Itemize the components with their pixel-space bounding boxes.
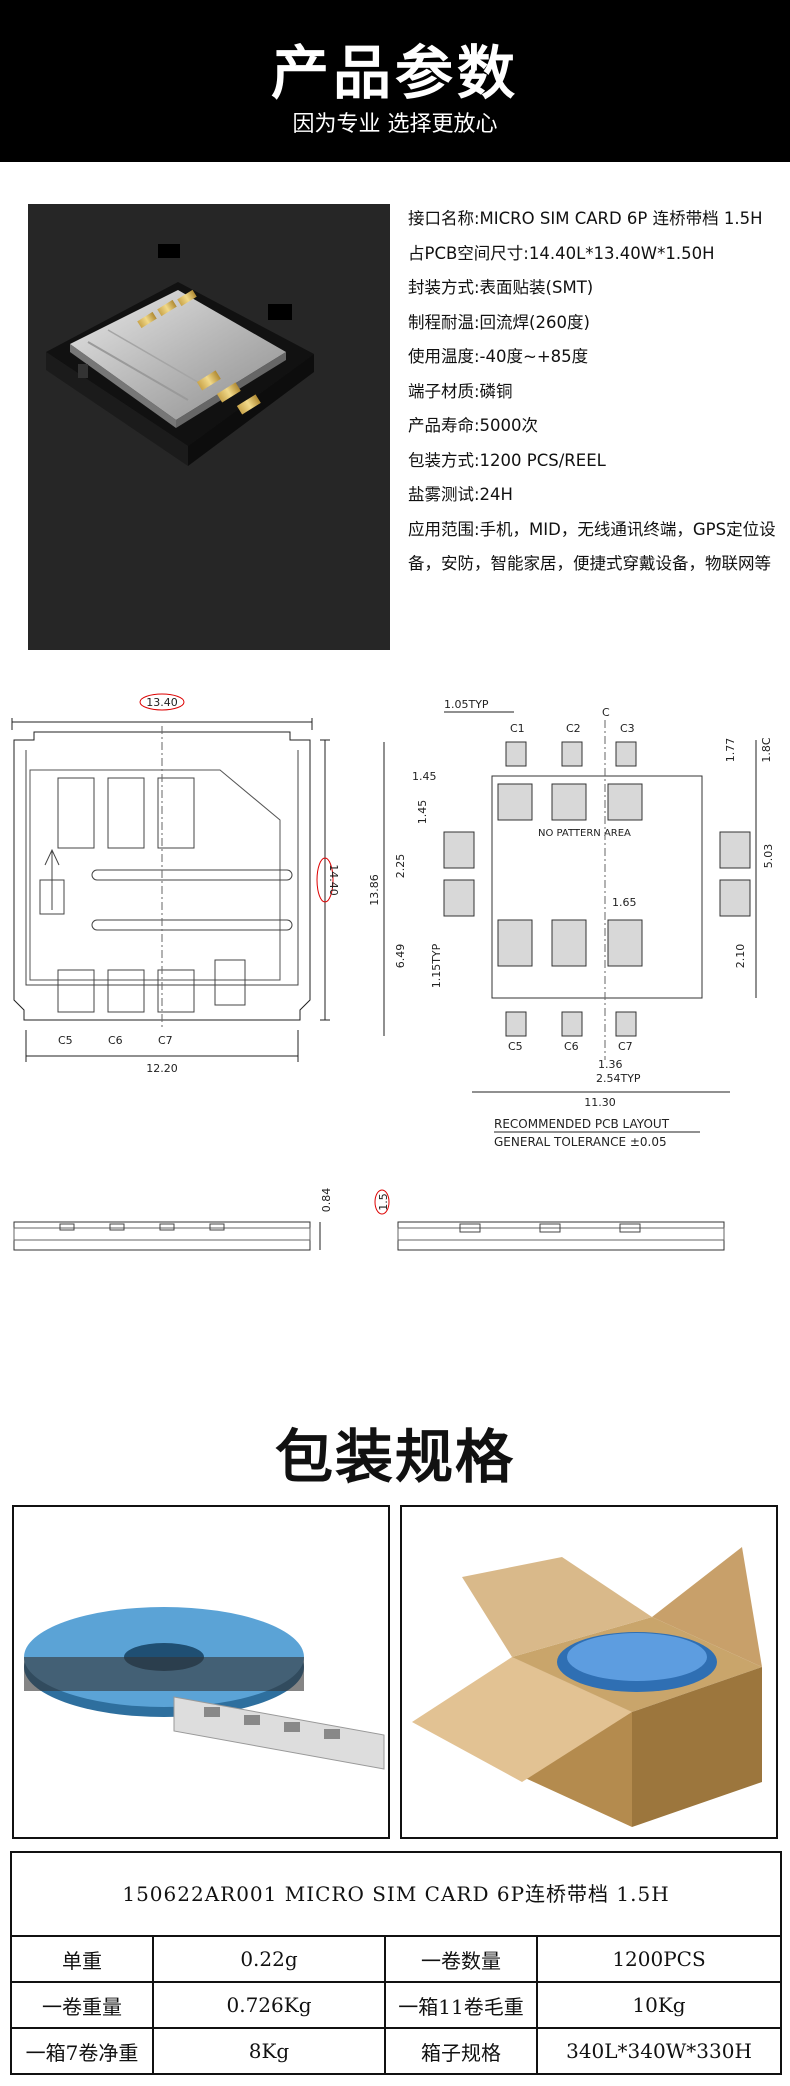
- cell-label: 一箱7卷净重: [12, 2027, 154, 2073]
- spec-application: 应用范围:手机，MID，无线通讯终端，GPS定位设备，安防，智能家居，便捷式穿戴…: [408, 519, 776, 574]
- top-view: 13.40 14.40 C5 C6 C7 12.20: [11, 693, 340, 1075]
- label-pcb-c1: C1: [510, 722, 525, 735]
- dim-1-36: 1.36: [598, 1058, 623, 1071]
- sim-connector-image: [46, 244, 314, 466]
- no-pattern-area: NO PATTERN AREA: [538, 828, 631, 839]
- spec-salt-spray: 盐雾测试:24H: [408, 485, 513, 504]
- dim-1-65: 1.65: [612, 896, 637, 909]
- side-view-right: 1.5: [374, 1189, 725, 1251]
- cell-label: 一箱11卷毛重: [384, 1981, 538, 2029]
- spec-packing: 包装方式:1200 PCS/REEL: [408, 450, 606, 470]
- label-pcb-c2: C2: [566, 722, 581, 735]
- label-c7: C7: [158, 1034, 173, 1047]
- dim-2-10: 2.10: [734, 944, 747, 969]
- label-pcb-c7: C7: [618, 1040, 633, 1053]
- dim-1-5: 1.5: [377, 1193, 390, 1211]
- cell-value: 10Kg: [536, 1981, 780, 2029]
- table-row: 一卷重量 0.726Kg 一箱11卷毛重 10Kg: [12, 1981, 780, 2029]
- cell-label: 箱子规格: [384, 2027, 538, 2073]
- pcb-layout: NO PATTERN AREA C1 C2 C3 C5 C6 C7 C 1.05…: [368, 698, 775, 1149]
- spec-process-temp: 制程耐温:回流焊(260度): [408, 312, 590, 332]
- spec-interface: 接口名称:MICRO SIM CARD 6P 连桥带档 1.5H: [408, 209, 763, 228]
- product-photo: [28, 204, 390, 650]
- dim-13-86: 13.86: [368, 874, 381, 906]
- technical-drawing: 13.40 14.40 C5 C6 C7 12.20: [11, 693, 775, 1251]
- spec-lifetime: 产品寿命:5000次: [408, 416, 539, 435]
- cell-value: 340L*340W*330H: [536, 2027, 780, 2073]
- dim-6-49: 6.49: [394, 944, 407, 969]
- cell-value: 1200PCS: [536, 1937, 780, 1983]
- spec-package: 封装方式:表面贴装(SMT): [408, 278, 594, 297]
- page-header: 产品参数 因为专业 选择更放心: [0, 0, 790, 162]
- carton-photo: [400, 1505, 778, 1839]
- general-tolerance: GENERAL TOLERANCE ±0.05: [494, 1135, 667, 1149]
- dim-2-54typ: 2.54TYP: [596, 1072, 641, 1085]
- pcb-layout-title: RECOMMENDED PCB LAYOUT: [494, 1117, 670, 1131]
- dim-11-30: 11.30: [584, 1096, 616, 1109]
- dim-2-25: 2.25: [394, 854, 407, 879]
- dim-1-77: 1.77: [724, 738, 737, 763]
- dim-13-40: 13.40: [146, 696, 178, 709]
- cell-value: 0.726Kg: [152, 1981, 386, 2029]
- label-c5: C5: [58, 1034, 73, 1047]
- table-caption: 150622AR001 MICRO SIM CARD 6P连桥带档 1.5H: [12, 1853, 780, 1937]
- tape-reel-image: [24, 1607, 385, 1770]
- centerline-c: C: [602, 706, 610, 719]
- spec-terminal-material: 端子材质:磷铜: [408, 381, 513, 401]
- header-subtitle: 因为专业 选择更放心: [292, 112, 498, 137]
- dim-1-45-b: 1.45: [416, 800, 429, 825]
- label-pcb-c6: C6: [564, 1040, 579, 1053]
- side-view-left: 0.84: [13, 1188, 333, 1251]
- label-c6: C6: [108, 1034, 123, 1047]
- cell-label: 单重: [12, 1937, 154, 1983]
- dim-14-40: 14.40: [327, 864, 340, 896]
- spec-operating-temp: 使用温度:-40度~+85度: [408, 347, 589, 366]
- dim-1-45-a: 1.45: [412, 770, 437, 783]
- spec-list: 接口名称:MICRO SIM CARD 6P 连桥带档 1.5H 占PCB空间尺…: [408, 202, 788, 582]
- label-pcb-c5: C5: [508, 1040, 523, 1053]
- packing-table: 单重 0.22g 一卷数量 1200PCS 一卷重量 0.726Kg 一箱11卷…: [12, 1937, 780, 2073]
- dim-12-20: 12.20: [146, 1062, 178, 1075]
- packing-title: 包装规格: [274, 1423, 515, 1491]
- spec-pcb-size: 占PCB空间尺寸:14.40L*13.40W*1.50H: [408, 243, 715, 263]
- dim-1-15typ: 1.15TYP: [430, 943, 443, 988]
- header-title: 产品参数: [270, 39, 519, 107]
- cell-label: 一卷数量: [384, 1937, 538, 1983]
- reel-photo: [12, 1505, 390, 1839]
- dim-1-05typ: 1.05TYP: [444, 698, 489, 711]
- dim-1-8c: 1.8C: [760, 737, 773, 762]
- cell-value: 8Kg: [152, 2027, 386, 2073]
- cell-label: 一卷重量: [12, 1981, 154, 2029]
- table-row: 单重 0.22g 一卷数量 1200PCS: [12, 1937, 780, 1983]
- dim-0-84: 0.84: [320, 1188, 333, 1213]
- label-pcb-c3: C3: [620, 722, 635, 735]
- dim-5-03: 5.03: [762, 844, 775, 869]
- cell-value: 0.22g: [152, 1937, 386, 1983]
- packing-spec-table: 150622AR001 MICRO SIM CARD 6P连桥带档 1.5H 单…: [10, 1851, 782, 2075]
- shipping-box-image: [412, 1547, 762, 1827]
- table-row: 一箱7卷净重 8Kg 箱子规格 340L*340W*330H: [12, 2027, 780, 2073]
